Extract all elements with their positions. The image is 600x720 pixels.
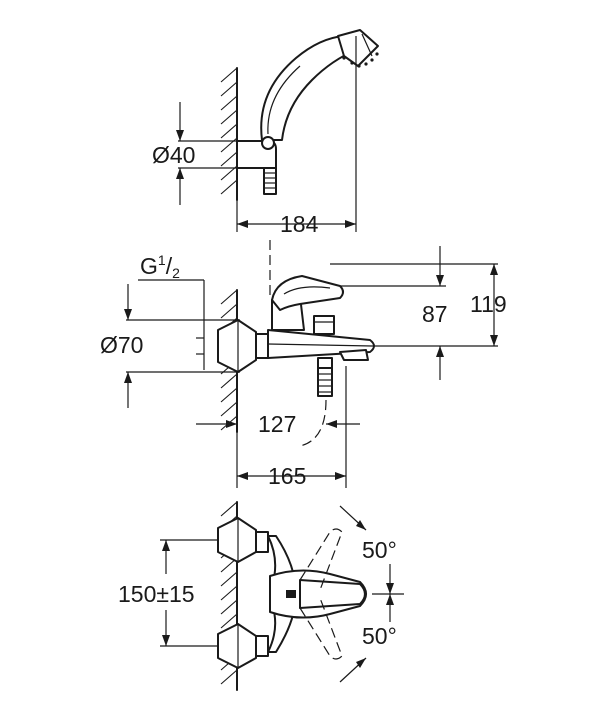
spout-projection-inner-dimension (196, 420, 360, 428)
holder-diameter-label: Ø40 (152, 142, 195, 168)
centers-distance-dimension (160, 539, 218, 647)
flange-diameter-dimension (124, 284, 240, 408)
lever-angle-dimensions (339, 505, 404, 683)
hose-path (299, 399, 327, 447)
lever-height-label: 119 (470, 291, 507, 317)
thread-label: G1/2 (140, 252, 180, 281)
holder-diameter-dimension (176, 102, 238, 205)
flange-diameter-label: Ø70 (100, 332, 143, 358)
spout-projection-inner-label: 127 (258, 411, 296, 437)
spout-projection-outer-label: 165 (268, 463, 306, 489)
wall-top (220, 67, 238, 201)
handshower-projection-dimension (236, 36, 357, 232)
mixer-side-icon (217, 275, 375, 397)
handshower-icon (236, 29, 379, 195)
thread-callout (138, 279, 205, 370)
height-dimensions (330, 246, 498, 380)
lever-angle-bottom-label: 50° (362, 623, 397, 649)
handshower-projection-label: 184 (280, 211, 319, 237)
mixer-top-icon (217, 517, 367, 669)
centers-distance-label: 150±15 (118, 581, 195, 607)
spout-height-label: 87 (422, 301, 448, 327)
lever-angle-top-label: 50° (362, 537, 397, 563)
spout-projection-outer-dimension (236, 366, 347, 488)
